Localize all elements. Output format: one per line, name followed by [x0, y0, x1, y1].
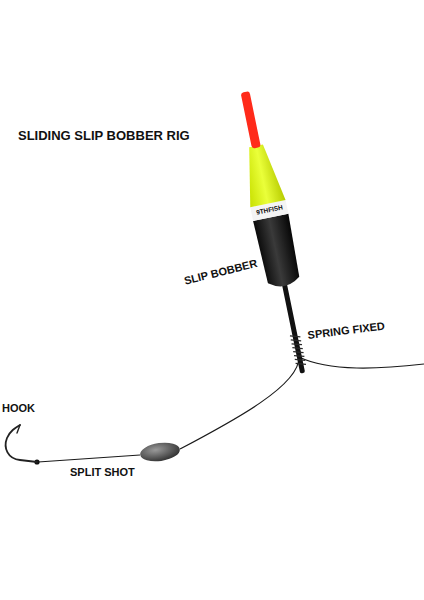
title: SLIDING SLIP BOBBER RIG [18, 128, 190, 143]
split-shot-weight [139, 440, 181, 463]
bobber-stem [282, 283, 305, 374]
spring-coil [290, 334, 306, 366]
fishing-line [38, 455, 140, 462]
bobber-body [253, 214, 302, 290]
part-label: SPRING FIXED [307, 321, 385, 341]
fishing-line [299, 357, 424, 368]
hook-symbol [6, 425, 37, 462]
bobber-float [238, 142, 285, 207]
hook-barb [17, 425, 20, 433]
bobber-tip [241, 91, 261, 149]
part-label: HOOK [2, 403, 35, 414]
part-label: SLIP BOBBER [183, 258, 258, 287]
slip-bobber [227, 88, 320, 376]
fishing-line [180, 357, 299, 449]
part-label: SPLIT SHOT [70, 467, 135, 478]
